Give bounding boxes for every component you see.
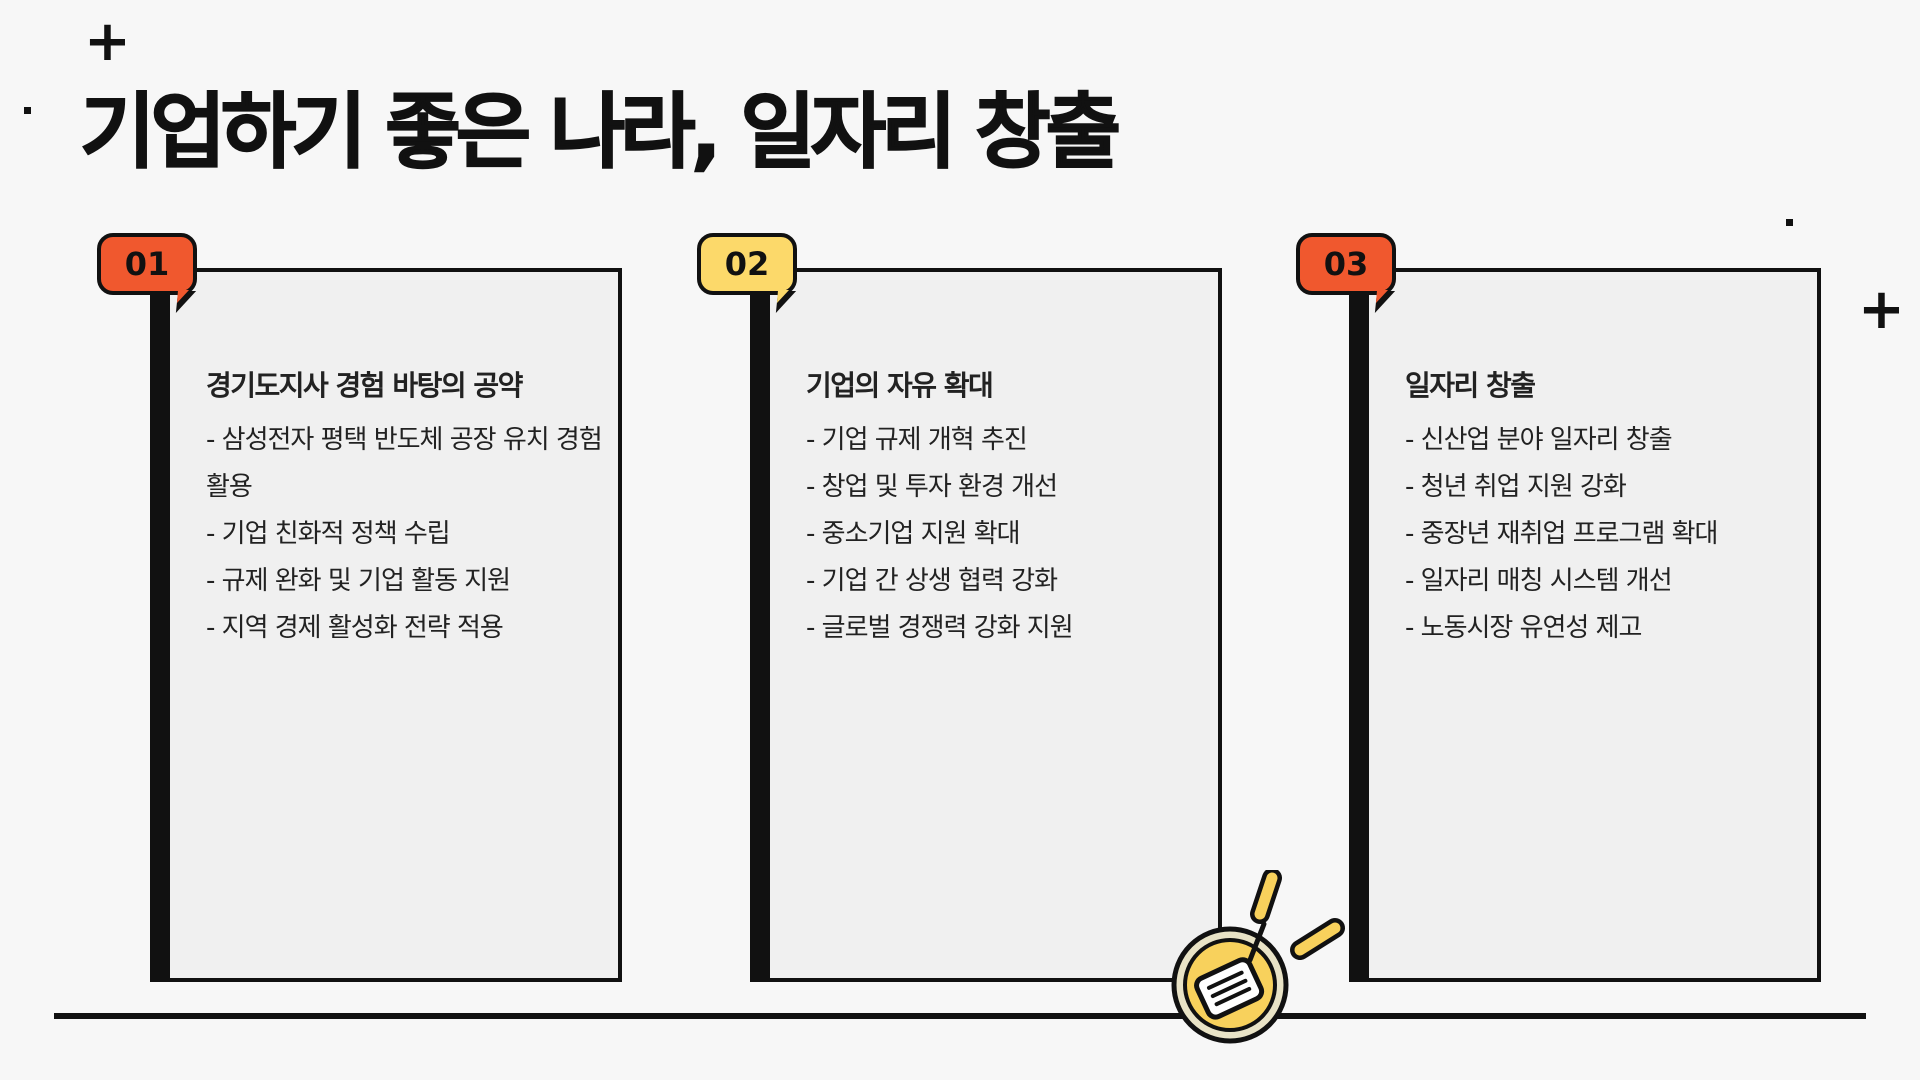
list-item: - 노동시장 유연성 제고 [1405, 613, 1642, 643]
list-item: - 일자리 매칭 시스템 개선 [1405, 566, 1673, 596]
card-item-list: - 삼성전자 평택 반도체 공장 유치 경험 활용 - 기업 친화적 정책 수립… [206, 417, 606, 652]
card-heading: 기업의 자유 확대 [806, 369, 994, 402]
baseline-divider [54, 1013, 1866, 1019]
list-item: - 글로벌 경쟁력 강화 지원 [806, 613, 1074, 643]
dot-decoration-left [24, 107, 31, 114]
pledge-card-1: 경기도지사 경험 바탕의 공약 - 삼성전자 평택 반도체 공장 유치 경험 활… [150, 268, 622, 982]
list-item: - 기업 친화적 정책 수립 [206, 519, 451, 549]
number-badge-1: 01 [97, 233, 197, 295]
list-item: - 중장년 재취업 프로그램 확대 [1405, 519, 1718, 549]
list-item: - 중소기업 지원 확대 [806, 519, 1021, 549]
list-item: - 청년 취업 지원 강화 [1405, 472, 1627, 502]
frying-pan-icon [1171, 870, 1345, 1044]
number-badge-3: 03 [1296, 233, 1396, 295]
card-heading: 일자리 창출 [1405, 369, 1536, 402]
pledge-card-3: 일자리 창출 - 신산업 분야 일자리 창출 - 청년 취업 지원 강화 - 중… [1349, 268, 1821, 982]
list-item: - 기업 규제 개혁 추진 [806, 425, 1028, 455]
list-item: - 지역 경제 활성화 전략 적용 [206, 613, 504, 643]
list-item: - 규제 완화 및 기업 활동 지원 [206, 566, 511, 596]
card-heading: 경기도지사 경험 바탕의 공약 [206, 369, 523, 402]
page-title: 기업하기 좋은 나라, 일자리 창출 [79, 85, 1122, 180]
list-item: - 신산업 분야 일자리 창출 [1405, 425, 1673, 455]
list-item: - 기업 간 상생 협력 강화 [806, 566, 1058, 596]
dot-decoration-right [1786, 219, 1793, 226]
plus-decoration-top-left: + [84, 9, 131, 74]
list-item: - 창업 및 투자 환경 개선 [806, 472, 1058, 502]
plus-decoration-right: + [1858, 277, 1905, 342]
list-item: - 삼성전자 평택 반도체 공장 유치 경험 활용 [206, 425, 603, 502]
card-item-list: - 신산업 분야 일자리 창출 - 청년 취업 지원 강화 - 중장년 재취업 … [1405, 417, 1805, 652]
card-item-list: - 기업 규제 개혁 추진 - 창업 및 투자 환경 개선 - 중소기업 지원 … [806, 417, 1206, 652]
number-badge-2: 02 [697, 233, 797, 295]
pledge-card-2: 기업의 자유 확대 - 기업 규제 개혁 추진 - 창업 및 투자 환경 개선 … [750, 268, 1222, 982]
